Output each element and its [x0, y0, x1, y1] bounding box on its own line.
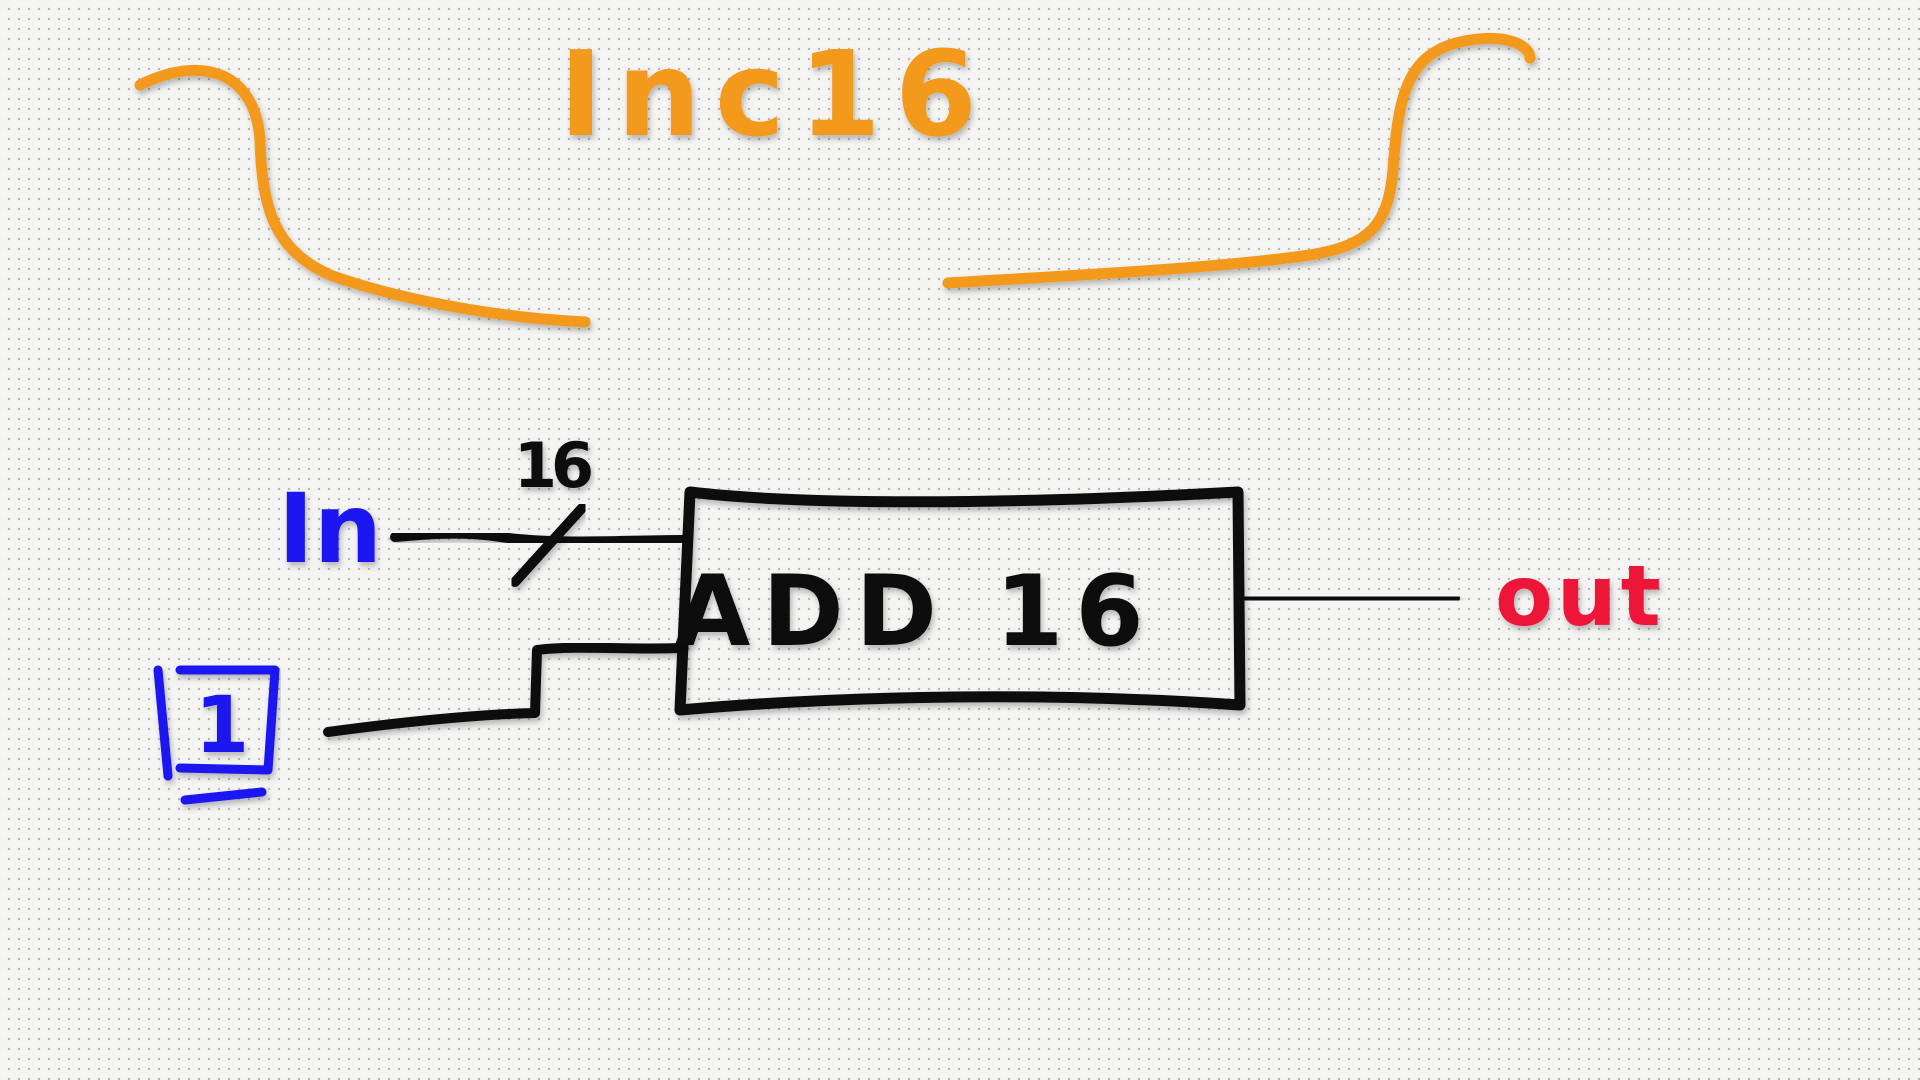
output-label: out: [1495, 547, 1665, 645]
diagram-title: Inc16: [559, 25, 991, 163]
title-brace-left: [134, 65, 591, 328]
bus-width-slash: [510, 503, 587, 587]
add16-chip-box: [674, 486, 1246, 716]
constant-wire: [323, 642, 683, 737]
input-wire: [390, 528, 688, 547]
add16-chip-label: ADD 16: [674, 555, 1155, 669]
constant-box: [153, 665, 280, 805]
output-wire: [1243, 591, 1460, 605]
input-label: In: [278, 473, 382, 585]
constant-label: 1: [195, 681, 249, 771]
bus-width-label: 16: [514, 429, 591, 502]
title-brace-right: [942, 33, 1536, 289]
